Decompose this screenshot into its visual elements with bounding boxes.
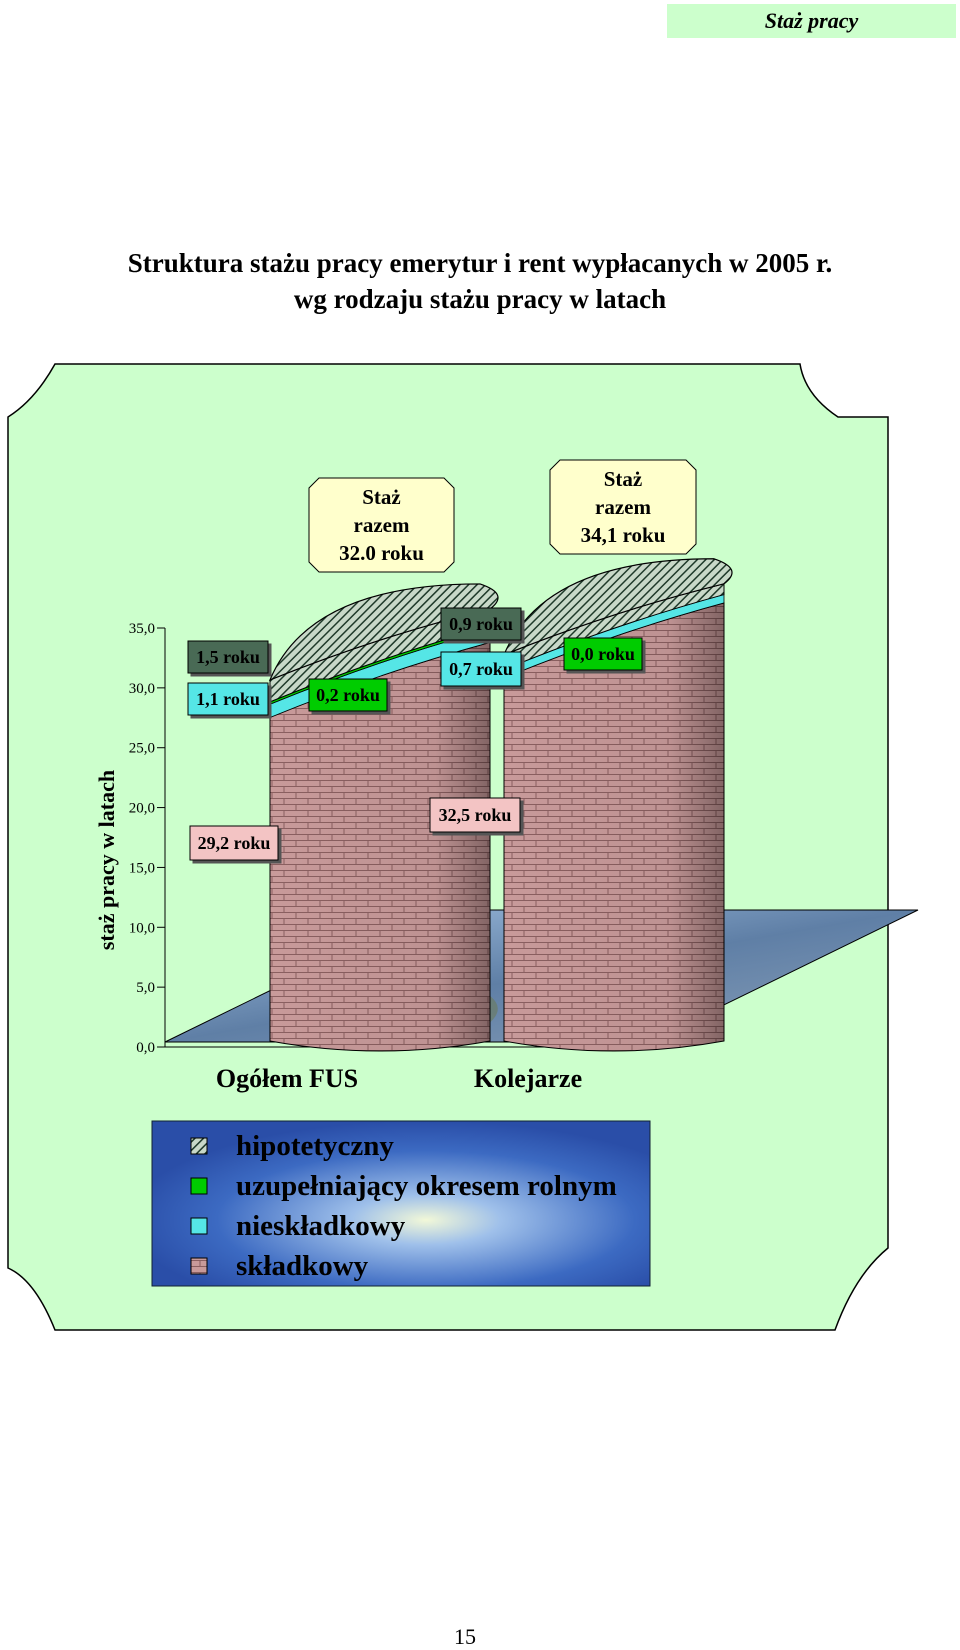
label-total-kolejarze: Staż razem 34,1 roku (549, 459, 697, 555)
label-skladkowy-kolejarze: 32,5 roku (429, 797, 521, 833)
label-hipotetyczny-kolejarze-bg (440, 607, 522, 641)
y-tick-label: 30,0 (129, 681, 155, 697)
label-hipotetyczny-kolejarze: 0,9 roku (440, 607, 522, 641)
chart-title-line1: Struktura stażu pracy emerytur i rent wy… (127, 248, 833, 278)
label-total-kolejarze-text: 34,1 roku (581, 523, 666, 547)
label-total-ogolem: Staż razem 32.0 roku (308, 477, 455, 573)
label-uzupelniajacy-kolejarze-bg (563, 637, 643, 671)
y-tick-label: 10,0 (129, 920, 155, 936)
legend-label-uzupelniajacy: uzupełniający okresem rolnym (236, 1170, 617, 1202)
bar-shade (504, 602, 724, 1051)
label-total-ogolem-text: Staż (362, 485, 401, 509)
label-total-kolejarze-text: razem (595, 495, 651, 519)
label-total-kolejarze-text: Staż (604, 467, 643, 491)
legend-swatch-uzupelniajacy (190, 1177, 208, 1195)
label-skladkowy-ogolem-text: 29,2 roku (198, 833, 271, 853)
label-nieskladkowy-ogolem: 1,1 roku (187, 682, 269, 716)
legend-swatch-hipotetyczny (190, 1137, 208, 1155)
bar-kolejarze (502, 558, 733, 1052)
legend-label-nieskladkowy: nieskładkowy (236, 1210, 406, 1242)
y-axis-label: staż pracy w latach (94, 770, 119, 950)
label-hipotetyczny-kolejarze-text: 0,9 roku (449, 614, 513, 634)
label-nieskladkowy-kolejarze-text: 0,7 roku (449, 659, 513, 679)
label-nieskladkowy-kolejarze-bg (440, 651, 522, 687)
category-label-ogolem: Ogółem FUS (216, 1064, 358, 1093)
y-tick-label: 15,0 (129, 860, 155, 876)
bar-top-cap (502, 558, 733, 656)
label-skladkowy-kolejarze-text: 32,5 roku (439, 805, 512, 825)
label-uzupelniajacy-ogolem: 0,2 roku (308, 678, 388, 712)
y-tick-label: 20,0 (129, 801, 155, 817)
label-nieskladkowy-kolejarze: 0,7 roku (440, 651, 522, 687)
section-tag: Staż pracy (667, 4, 956, 38)
bar-series (268, 558, 733, 1052)
label-skladkowy-ogolem-bg (189, 825, 279, 861)
category-label-kolejarze: Kolejarze (474, 1064, 582, 1093)
y-tick-label: 5,0 (136, 980, 155, 996)
label-nieskladkowy-ogolem-text: 1,1 roku (196, 689, 260, 709)
label-hipotetyczny-ogolem-text: 1,5 roku (196, 647, 260, 667)
label-uzupelniajacy-ogolem-text: 0,2 roku (316, 685, 380, 705)
label-total-ogolem-text: razem (354, 513, 410, 537)
data-labels: 1,5 roku 1,1 roku 0,2 roku 29,2 roku 0,9 rok… (187, 459, 697, 861)
chart-title-line2: wg rodzaju stażu pracy w latach (293, 284, 667, 314)
label-total-kolejarze-bg (549, 459, 697, 555)
label-skladkowy-ogolem: 29,2 roku (189, 825, 279, 861)
y-tick-label: 25,0 (129, 741, 155, 757)
label-total-ogolem-text: 32.0 roku (339, 541, 424, 565)
legend: hipotetyczny uzupełniający okresem rolny… (151, 1120, 651, 1287)
label-uzupelniajacy-kolejarze: 0,0 roku (563, 637, 643, 671)
label-hipotetyczny-ogolem: 1,5 roku (187, 640, 269, 674)
bar-shade (270, 642, 490, 1051)
label-nieskladkowy-ogolem-bg (187, 682, 269, 716)
legend-swatch-nieskladkowy (190, 1217, 208, 1235)
legend-swatch-skladkowy (190, 1257, 208, 1275)
y-tick-label: 35,0 (129, 621, 155, 637)
legend-label-skladkowy: składkowy (236, 1250, 369, 1282)
legend-label-hipotetyczny: hipotetyczny (236, 1130, 394, 1162)
label-skladkowy-kolejarze-bg (429, 797, 521, 833)
bar-ogolem (268, 583, 499, 1052)
y-tick-label: 0,0 (136, 1040, 155, 1056)
label-uzupelniajacy-ogolem-bg (308, 678, 388, 712)
label-hipotetyczny-ogolem-bg (187, 640, 269, 674)
label-total-ogolem-bg (308, 477, 455, 573)
label-uzupelniajacy-kolejarze-text: 0,0 roku (571, 644, 635, 664)
page-number: 15 (454, 1624, 476, 1649)
